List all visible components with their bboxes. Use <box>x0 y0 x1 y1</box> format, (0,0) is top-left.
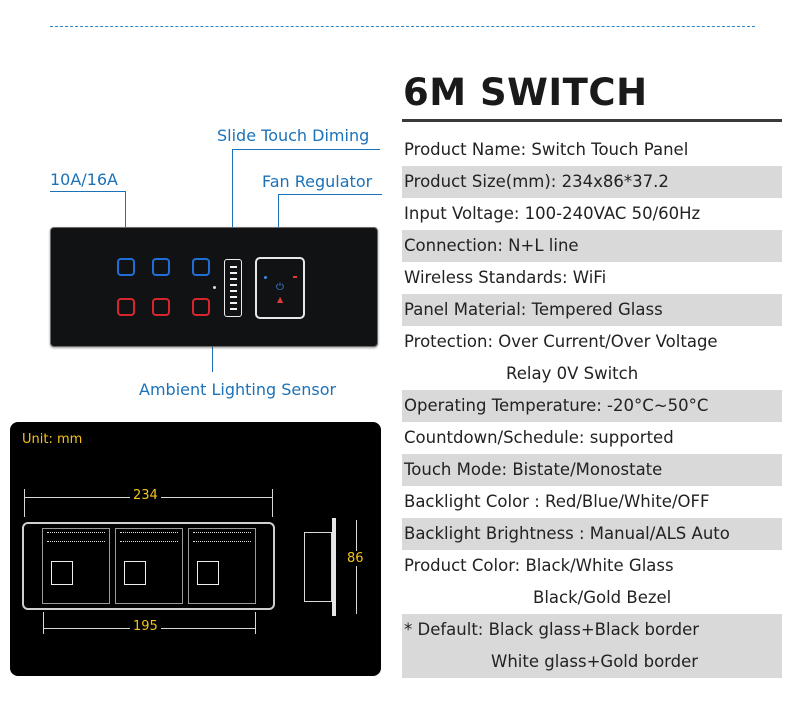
annotation-fan-regulator: Fan Regulator <box>262 172 373 191</box>
touch-key-blue-1 <box>117 258 135 276</box>
touch-key-red-3 <box>192 298 210 316</box>
dimension-drawing: Unit: mm 234 195 86 <box>10 422 381 676</box>
spec-row: Product Size(mm): 234x86*37.2 <box>402 166 782 198</box>
unit-label: Unit: mm <box>22 432 83 447</box>
ext-line-right <box>272 489 273 517</box>
leader-amp-horizontal <box>50 191 126 192</box>
touch-key-red-1 <box>117 298 135 316</box>
module-2 <box>115 528 183 604</box>
leader-slide-horizontal <box>232 149 380 150</box>
leader-amp-vertical <box>125 191 126 249</box>
spec-row: Operating Temperature: -20°C~50°C <box>402 390 782 422</box>
dimension-line-86 <box>356 520 357 614</box>
dimension-234: 234 <box>130 488 161 503</box>
leader-fan-vertical <box>278 194 279 254</box>
product-title: 6M SWITCH <box>403 71 648 114</box>
touch-key-red-2 <box>152 298 170 316</box>
top-dashed-divider <box>50 26 755 27</box>
spec-row: * Default: Black glass+Black border <box>402 614 782 646</box>
ext-line-inner-left <box>43 612 44 634</box>
spec-row: Backlight Brightness : Manual/ALS Auto <box>402 518 782 550</box>
dimension-195: 195 <box>130 619 161 634</box>
spec-row: Touch Mode: Bistate/Monostate <box>402 454 782 486</box>
side-profile <box>302 518 340 616</box>
front-outline <box>22 522 275 610</box>
spec-row: Input Voltage: 100-240VAC 50/60Hz <box>404 204 701 223</box>
switch-panel: ⏻ ▲ <box>50 227 378 347</box>
annotation-10a-16a: 10A/16A <box>50 170 118 189</box>
spec-row-continued: Black/Gold Bezel <box>533 588 672 607</box>
module-1 <box>42 528 110 604</box>
power-icon: ⏻ <box>276 282 284 293</box>
spec-row: Wireless Standards: WiFi <box>404 268 607 287</box>
leader-fan-horizontal <box>278 194 382 195</box>
leader-slide-vertical <box>232 149 233 230</box>
dimension-86: 86 <box>344 551 367 566</box>
ambient-light-sensor <box>213 286 216 289</box>
fan-regulator-key: ⏻ ▲ <box>255 257 305 319</box>
spec-row-continued: White glass+Gold border <box>402 646 782 678</box>
spec-row: Product Color: Black/White Glass <box>404 556 674 575</box>
annotation-ambient-sensor: Ambient Lighting Sensor <box>139 380 337 399</box>
spec-row: Panel Material: Tempered Glass <box>402 294 782 326</box>
spec-row: Backlight Color : Red/Blue/White/OFF <box>404 492 710 511</box>
spec-row: Countdown/Schedule: supported <box>404 428 674 447</box>
ext-line-inner-right <box>255 612 256 634</box>
spec-row: Protection: Over Current/Over Voltage <box>404 332 718 351</box>
touch-key-blue-2 <box>152 258 170 276</box>
spec-row: Product Name: Switch Touch Panel <box>404 140 689 159</box>
ext-line-left <box>24 489 25 517</box>
spec-row-continued: Relay 0V Switch <box>506 364 639 383</box>
touch-key-blue-3 <box>192 258 210 276</box>
spec-row: Connection: N+L line <box>402 230 782 262</box>
title-underline <box>402 119 782 122</box>
annotation-slide-dimming: Slide Touch Diming <box>217 126 370 145</box>
chevron-up-icon: ▲ <box>277 295 284 304</box>
dimmer-slider <box>224 259 242 317</box>
module-3 <box>188 528 256 604</box>
